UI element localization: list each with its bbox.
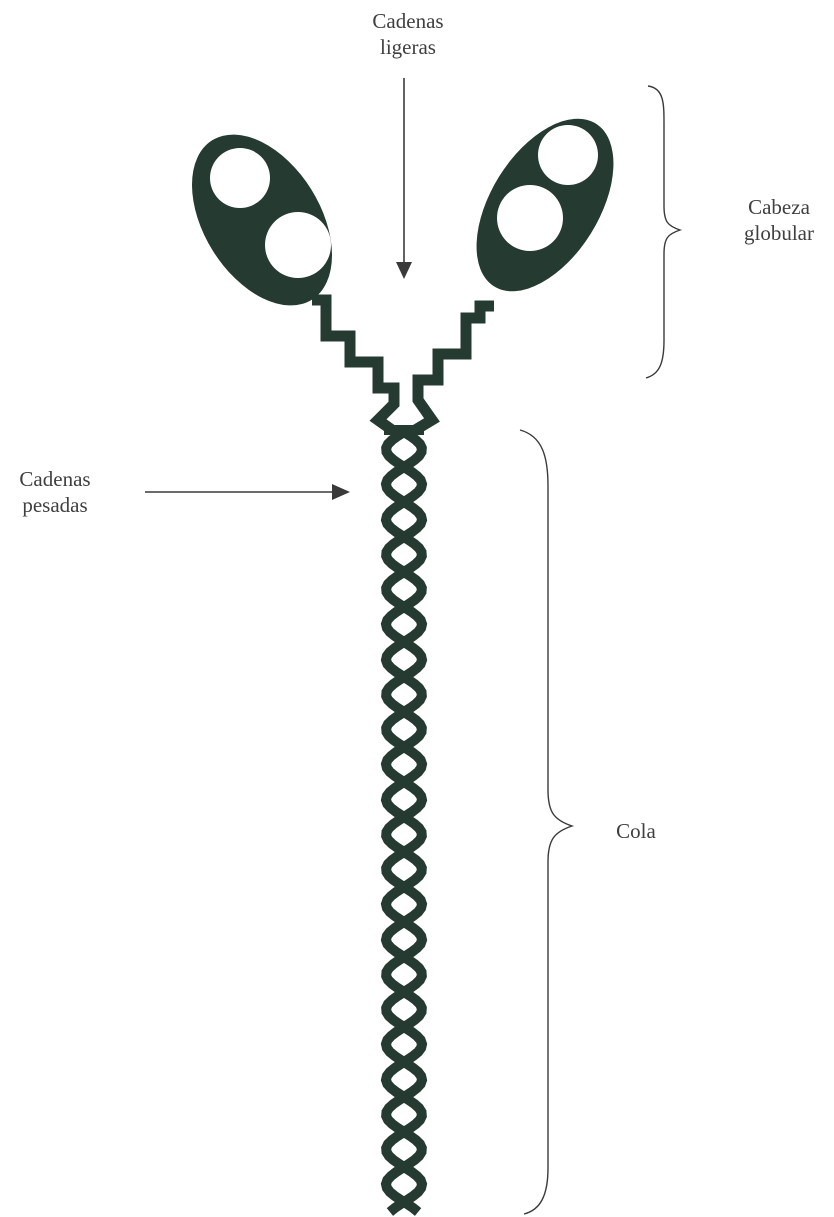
globular-head-label-line-2: globular <box>724 220 834 246</box>
light-chains-arrowhead <box>396 262 412 279</box>
neck-region <box>312 300 494 432</box>
light-chains-label: Cadenas ligeras <box>356 8 460 60</box>
right-neck-zigzag <box>412 306 494 432</box>
coiled-coil-tail <box>384 430 424 1212</box>
tail-brace <box>520 430 572 1214</box>
globular-head-label: Cabeza globular <box>724 194 834 246</box>
tail-label: Cola <box>596 818 676 844</box>
left-head-light-chain-hole-1 <box>210 148 270 208</box>
heavy-chains-arrowhead <box>332 484 350 500</box>
left-head-light-chain-hole-2 <box>265 212 331 278</box>
light-chains-label-line-1: Cadenas <box>356 8 460 34</box>
heavy-chains-label-line-2: pesadas <box>0 492 110 518</box>
right-head-light-chain-hole-2 <box>497 185 563 251</box>
heavy-chains-label-line-1: Cadenas <box>0 466 110 492</box>
right-globular-head <box>448 95 641 315</box>
heavy-chains-label: Cadenas pesadas <box>0 466 110 518</box>
globular-head-brace <box>646 86 680 378</box>
tail-label-text: Cola <box>596 818 676 844</box>
right-head-light-chain-hole-1 <box>538 125 598 185</box>
left-neck-zigzag <box>312 300 394 430</box>
light-chains-label-line-2: ligeras <box>356 34 460 60</box>
globular-head-label-line-1: Cabeza <box>724 194 834 220</box>
